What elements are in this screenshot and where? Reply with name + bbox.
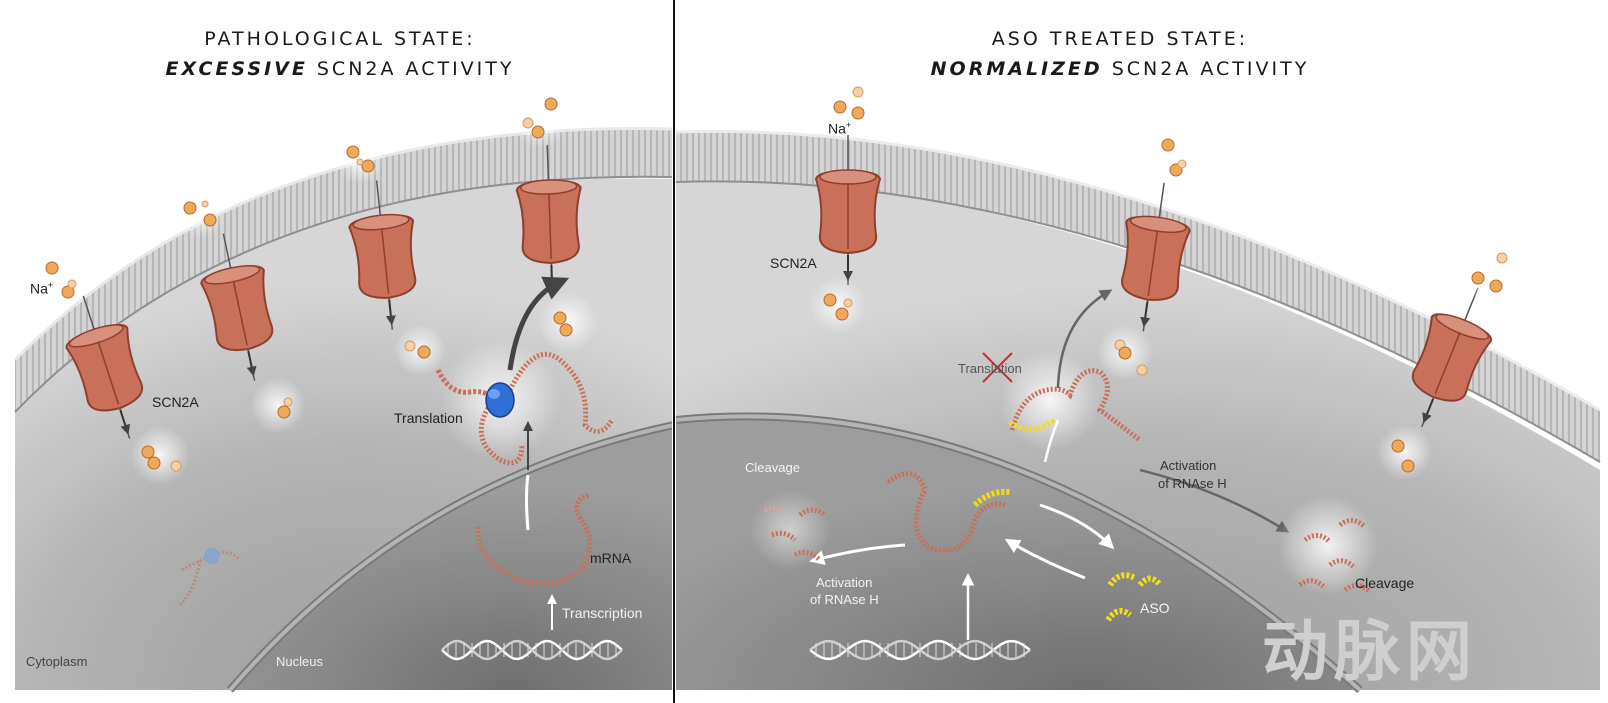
scn2a-channel: [814, 135, 882, 285]
nucleus-label: Nucleus: [276, 654, 323, 669]
title-emphasis: EXCESSIVE: [165, 58, 308, 80]
scn2a-label: SCN2A: [770, 255, 817, 271]
translation-label: Translation: [394, 410, 463, 426]
title-rest: SCN2A ACTIVITY: [307, 58, 515, 80]
scn2a-channel: [65, 295, 144, 439]
cleaved-fragments-right: [1278, 495, 1378, 595]
scn2a-channel: [515, 145, 582, 295]
ribosome-icon: [485, 382, 515, 418]
activation-label-left-1: Activation: [816, 575, 873, 590]
left-panel-title: PATHOLOGICAL STATE: EXCESSIVE SCN2A ACTI…: [60, 24, 620, 84]
scn2a-label: SCN2A: [152, 394, 199, 410]
cleavage-label-left: Cleavage: [745, 460, 800, 475]
mrna-strand: [475, 492, 593, 586]
title-line-1: ASO TREATED STATE:: [991, 28, 1249, 50]
watermark: 动脉网: [1262, 613, 1478, 690]
sodium-ions-right: [810, 78, 1516, 480]
translation-arrow: [507, 276, 570, 371]
mrna-label: mRNA: [590, 550, 632, 566]
sodium-label: Na+: [828, 120, 852, 137]
aso-label: ASO: [1140, 600, 1170, 616]
scn2a-channel: [200, 233, 274, 381]
translation-blocked-label: Translation: [958, 361, 1022, 376]
right-panel-title: ASO TREATED STATE: NORMALIZED SCN2A ACTI…: [740, 24, 1500, 84]
activation-label-right-2: of RNAse H: [1158, 476, 1227, 491]
scn2a-channel: [1120, 182, 1191, 332]
dna-helix-icon: [441, 639, 623, 661]
activation-label-left-2: of RNAse H: [810, 592, 879, 607]
title-emphasis: NORMALIZED: [930, 58, 1103, 80]
sodium-ions-left: [32, 88, 598, 485]
left-panel: [13, 127, 672, 693]
export-arrow: [525, 474, 530, 531]
sodium-label: Na+: [30, 280, 54, 297]
activation-label-right-1: Activation: [1160, 458, 1217, 473]
blocked-translation: [982, 350, 1142, 450]
cleavage-label-right: Cleavage: [1355, 575, 1415, 591]
cytoplasm-label: Cytoplasm: [26, 654, 88, 669]
title-line-1: PATHOLOGICAL STATE:: [204, 28, 476, 50]
faded-ribosome-icon: [178, 548, 242, 607]
scn2a-channel: [348, 180, 417, 330]
scn2a-channel: [1411, 287, 1493, 428]
cleaved-fragments-left: [750, 490, 830, 570]
transcription-label: Transcription: [562, 605, 643, 621]
dna-helix-icon: [809, 639, 1031, 661]
aso-molecules: [1105, 572, 1163, 622]
aso-bound-icon: [972, 488, 1011, 508]
title-rest: SCN2A ACTIVITY: [1102, 58, 1310, 80]
